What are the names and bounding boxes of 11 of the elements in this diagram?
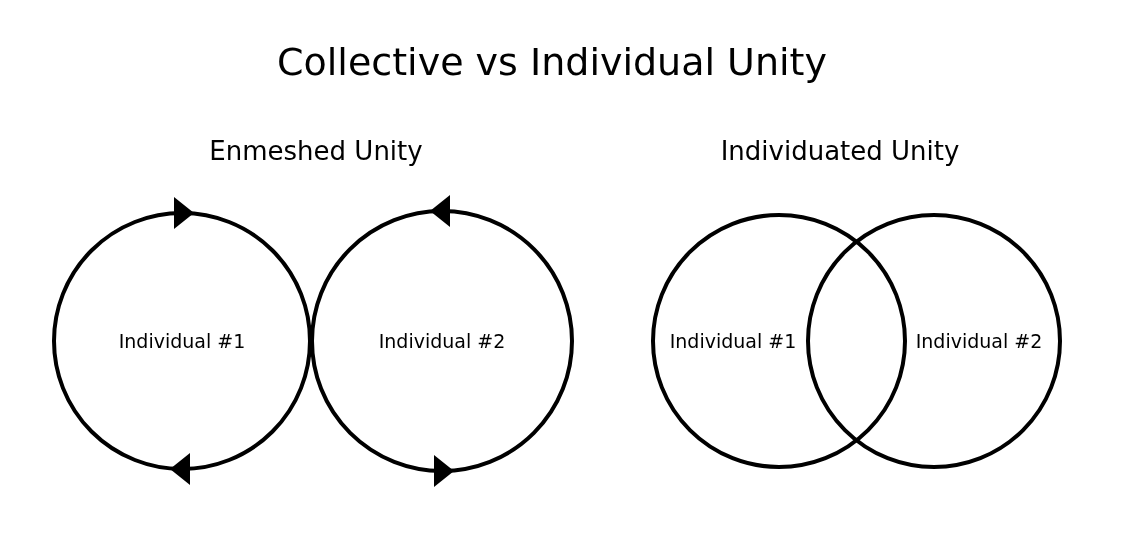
section-heading: Individuated Unity [720,136,960,166]
circle [52,211,312,471]
circle [651,213,907,469]
circle [310,209,574,473]
section-heading: Enmeshed Unity [209,136,423,166]
circle-label: Individual #2 [378,330,506,352]
diagram-title: Collective vs Individual Unity [277,40,827,84]
circle-label: Individual #1 [669,330,797,352]
circle-label: Individual #1 [118,330,246,352]
circle-label: Individual #2 [915,330,1043,352]
circle [806,213,1062,469]
